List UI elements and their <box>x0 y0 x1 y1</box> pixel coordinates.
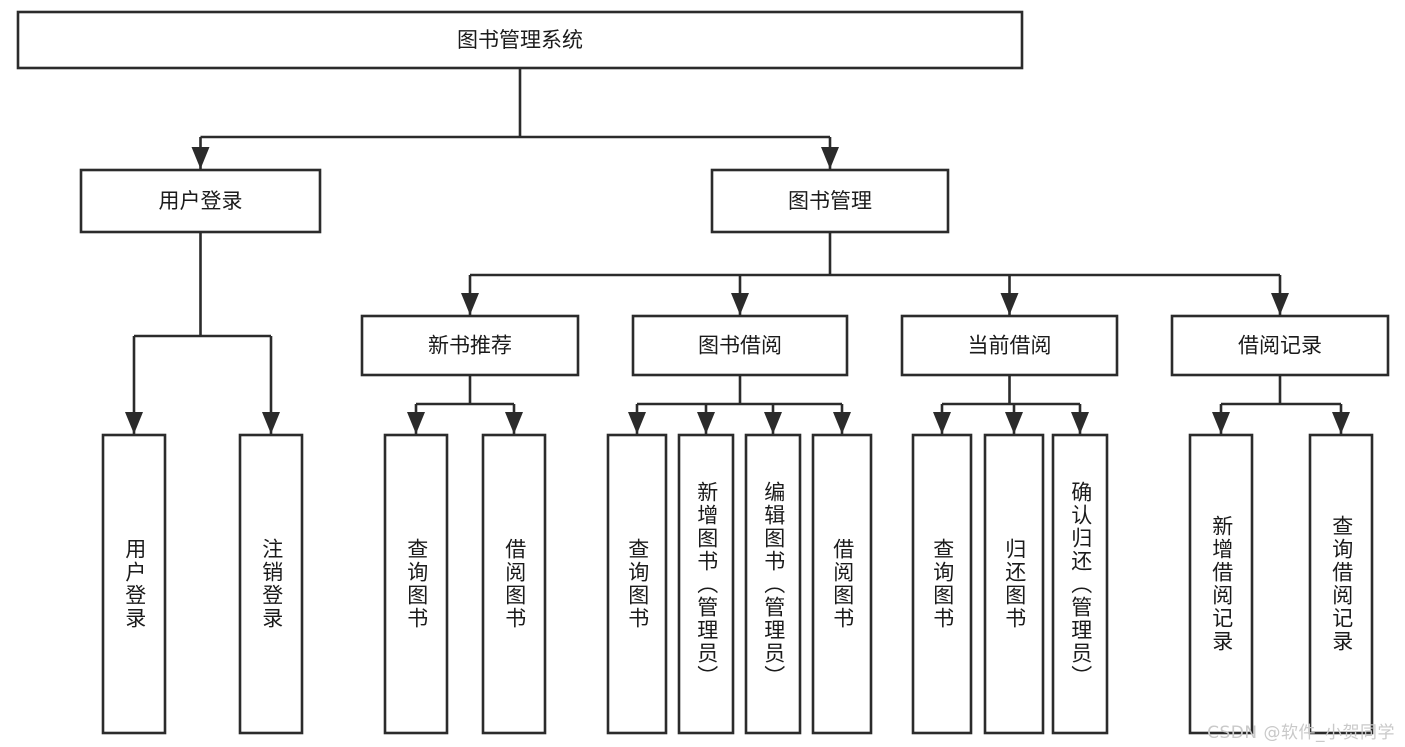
arrow-head-icon-leaf-user-logout <box>262 412 280 434</box>
arrow-head-icon-book-manage <box>821 147 839 169</box>
node-user-login[interactable] <box>79 168 322 234</box>
arrow-head-icon-user-login <box>191 147 210 169</box>
leaf-leaf-query-book-3[interactable] <box>911 433 973 735</box>
arrow-head-icon-leaf-query-book-3 <box>933 412 951 434</box>
leaf-leaf-edit-book[interactable] <box>744 433 802 735</box>
arrow-head-icon-leaf-query-book-1 <box>407 412 425 434</box>
node-box-layer <box>16 10 1390 735</box>
node-label-current-borrow: 当前借阅 <box>968 334 1052 358</box>
arrow-head-icon-leaf-confirm-return <box>1071 412 1089 434</box>
arrow-head-icon-current-borrow <box>1000 293 1019 315</box>
leaf-leaf-query-book-2[interactable] <box>606 433 668 735</box>
arrow-head-icon-leaf-return-book <box>1005 412 1023 434</box>
node-label-book-borrow: 图书借阅 <box>698 334 782 358</box>
leaf-leaf-add-record[interactable] <box>1188 433 1254 735</box>
node-book-borrow[interactable] <box>631 314 849 377</box>
arrow-head-icon-borrow-record <box>1271 293 1289 315</box>
node-book-manage[interactable] <box>710 168 950 234</box>
arrow-head-icon-leaf-add-book <box>697 412 715 434</box>
node-new-book-recommend[interactable] <box>360 314 580 377</box>
arrow-head-icon-book-borrow <box>731 293 749 315</box>
leaf-leaf-query-book-1[interactable] <box>383 433 449 735</box>
leaf-leaf-user-logout[interactable] <box>238 433 304 735</box>
node-label-borrow-record: 借阅记录 <box>1238 334 1322 358</box>
leaf-leaf-user-login[interactable] <box>101 433 167 735</box>
arrow-head-icon-leaf-borrow-book-1 <box>505 412 523 434</box>
arrow-head-icon-leaf-user-login <box>125 412 143 434</box>
node-root[interactable] <box>16 10 1024 70</box>
node-current-borrow[interactable] <box>900 314 1119 377</box>
leaf-leaf-confirm-return[interactable] <box>1051 433 1109 735</box>
arrow-head-icon-leaf-add-record <box>1212 412 1230 434</box>
leaf-leaf-add-book[interactable] <box>677 433 735 735</box>
leaf-leaf-query-record[interactable] <box>1308 433 1374 735</box>
arrow-head-icon-leaf-query-record <box>1332 412 1350 434</box>
arrow-head-icon-leaf-query-book-2 <box>628 412 646 434</box>
node-borrow-record[interactable] <box>1170 314 1390 377</box>
watermark-text: CSDN @软件_小贺同学 <box>1207 723 1395 743</box>
leaf-leaf-borrow-book-2[interactable] <box>811 433 873 735</box>
arrow-head-icon-leaf-edit-book <box>764 412 782 434</box>
arrow-head-icon-new-book-recommend <box>461 293 479 315</box>
node-label-new-book-recommend: 新书推荐 <box>428 334 512 358</box>
leaf-leaf-return-book[interactable] <box>983 433 1045 735</box>
arrow-head-icon-leaf-borrow-book-2 <box>833 412 851 434</box>
leaf-leaf-borrow-book-1[interactable] <box>481 433 547 735</box>
connector-layer <box>125 68 1350 434</box>
node-label-user-login: 用户登录 <box>159 189 243 213</box>
node-label-book-manage: 图书管理 <box>788 189 872 213</box>
node-label-root: 图书管理系统 <box>457 28 583 52</box>
